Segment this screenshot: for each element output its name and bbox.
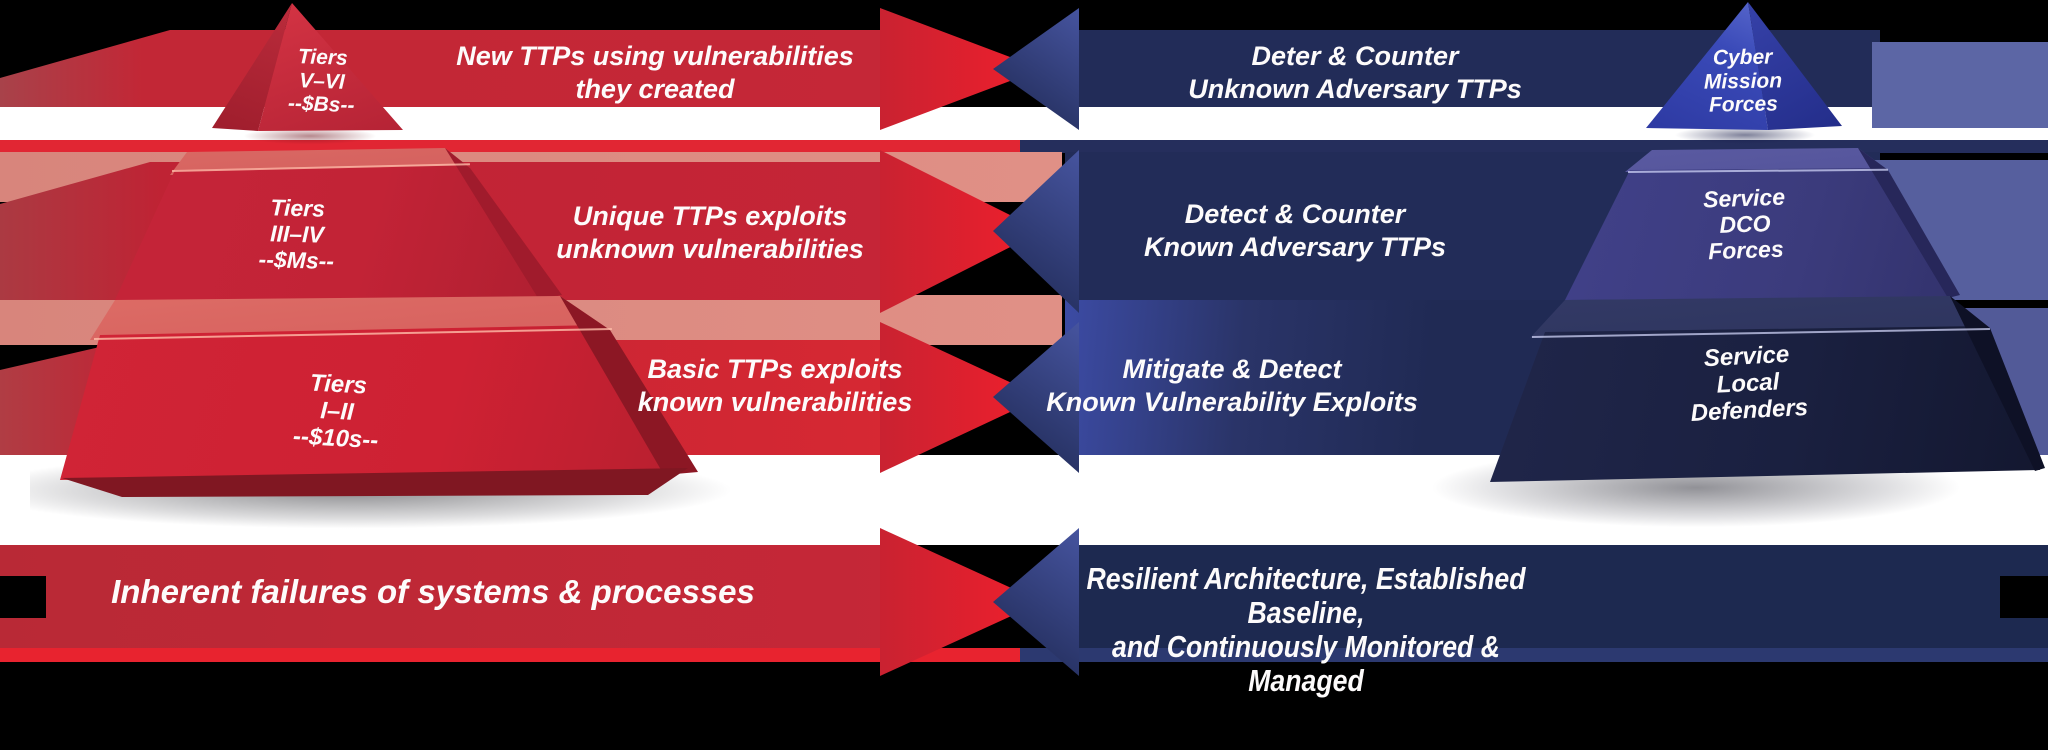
blue-row1-text: Deter & Counter Unknown Adversary TTPs — [1188, 41, 1522, 105]
right-pyramid-tier1 — [1635, 0, 1850, 135]
right-pyramid-tier3-front-face — [1490, 326, 2040, 482]
red-bright-stripe-bottom — [0, 648, 1020, 662]
slate-band-row1 — [1872, 42, 2048, 128]
red-row3-text: Basic TTPs exploits known vulnerabilitie… — [637, 354, 913, 418]
red-band-bottom — [0, 545, 892, 648]
right-pyramid-tier3-label: Service Local Defenders — [1690, 340, 1809, 427]
left-pyramid-tier3-label: Tiers I–II --$10s-- — [292, 369, 379, 454]
left-pyramid-tier3 — [50, 290, 710, 502]
left-pyramid-tier3-front-face — [60, 325, 690, 480]
right-pyramid-tier2 — [1560, 145, 1970, 303]
right-pyramid-tier2-top-face — [1625, 148, 1888, 172]
right-pyramid-tier1-label: Cyber Mission Forces — [1703, 45, 1783, 117]
right-pyramid-tier3 — [1485, 292, 2048, 492]
left-pyramid-tier2-label: Tiers III–IV --$Ms-- — [258, 194, 335, 274]
red-row2-text: Unique TTPs exploits unknown vulnerabili… — [556, 201, 864, 265]
navy-light-stripe-bottom — [1020, 648, 2048, 662]
navy-band-bottom — [1065, 545, 2048, 648]
left-pyramid-tier2 — [110, 145, 580, 303]
black-notch-right — [2000, 576, 2048, 618]
black-notch-left — [0, 576, 46, 618]
red-row1-text: New TTPs using vulnerabilities they crea… — [456, 41, 854, 105]
right-pyramid-tier2-label: Service DCO Forces — [1702, 183, 1786, 264]
blue-row3-text: Mitigate & Detect Known Vulnerability Ex… — [1046, 354, 1418, 418]
left-pyramid-tier1-label: Tiers V–VI --$Bs-- — [287, 45, 355, 118]
red-band-row1 — [0, 30, 890, 107]
blue-bottom-text: Resilient Architecture, Established Base… — [1086, 561, 1526, 699]
blue-row2-text: Detect & Counter Known Adversary TTPs — [1143, 199, 1447, 263]
left-pyramid-tier1 — [200, 0, 410, 140]
red-bottom-text: Inherent failures of systems & processes — [111, 573, 755, 610]
